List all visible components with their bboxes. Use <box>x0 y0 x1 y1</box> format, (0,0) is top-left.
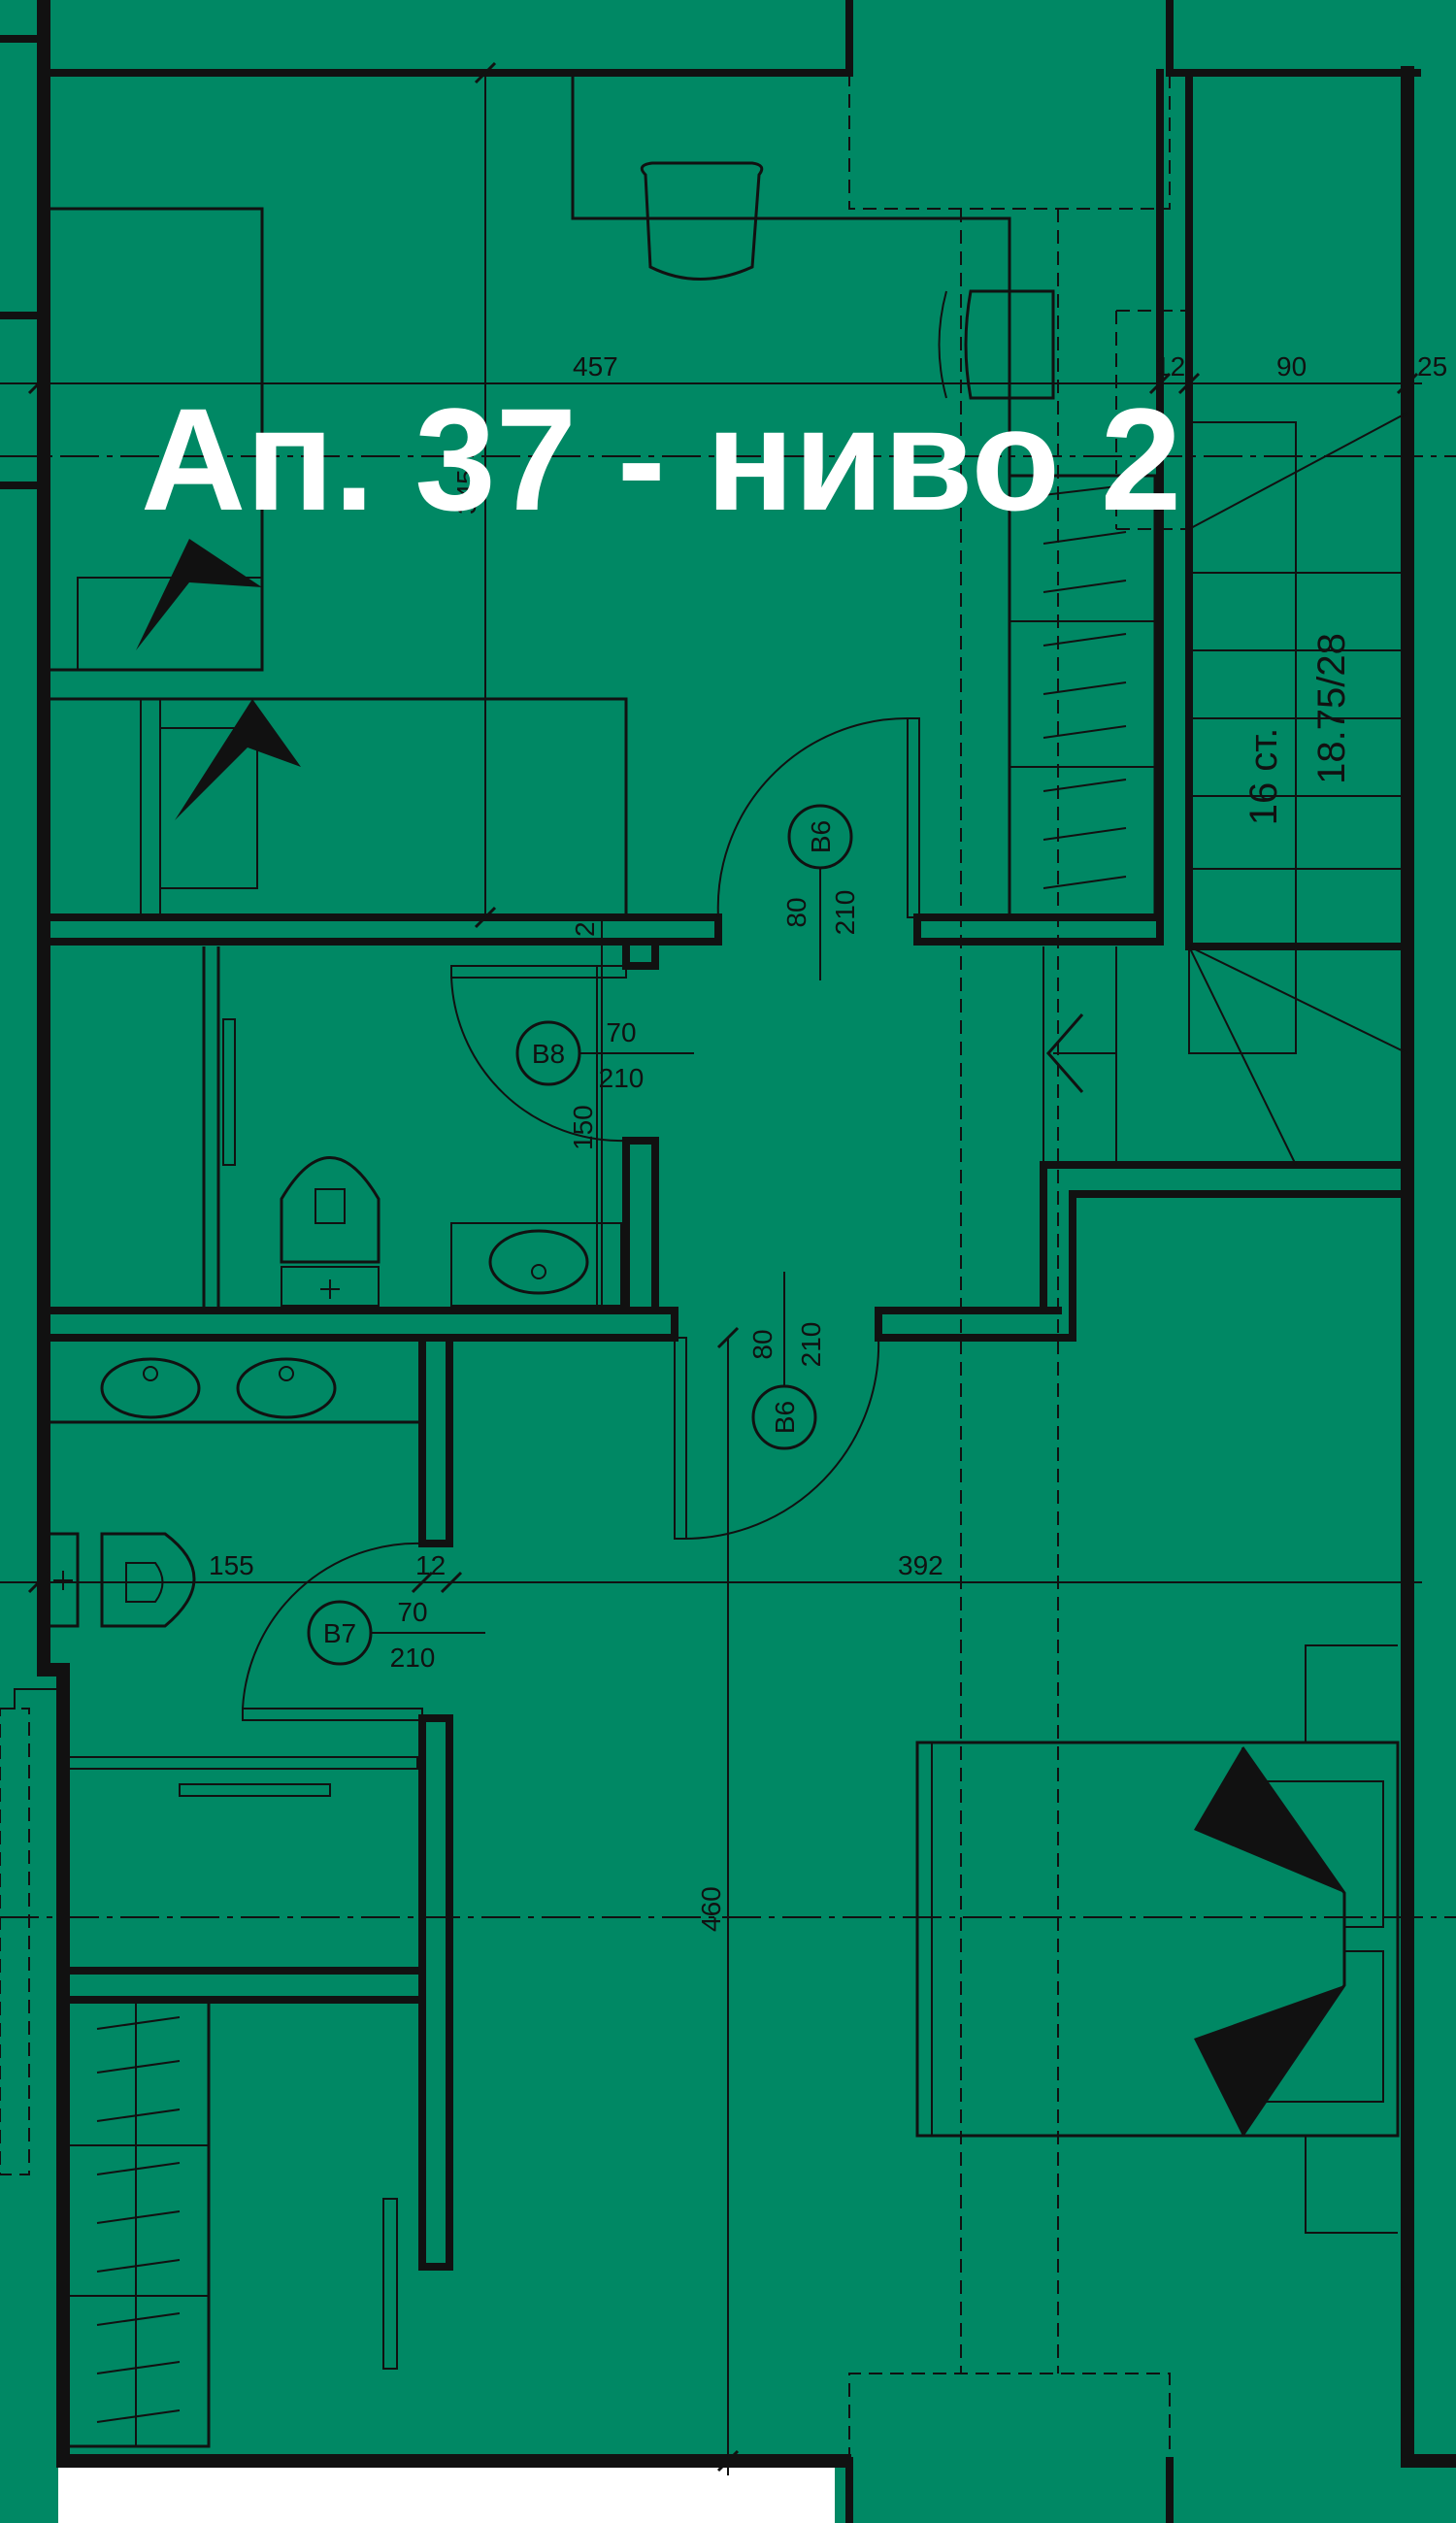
double-bed <box>915 1644 1400 2234</box>
staircase: 16 ст. 18.75/28 <box>1042 310 1408 1166</box>
door-tag-b6-upper: B6 80 210 <box>781 804 860 980</box>
dimension-lines <box>0 61 1422 2475</box>
outside-strip-bottom <box>58 2466 835 2523</box>
door-tag-label: B7 <box>323 1618 356 1648</box>
door-height: 210 <box>830 890 860 936</box>
dim-12-top: 12 <box>1155 351 1185 382</box>
dim-392: 392 <box>898 1550 943 1580</box>
door-tag-b6-lower: B6 80 210 <box>747 1272 826 1450</box>
door-width: 80 <box>747 1329 778 1359</box>
door-height: 210 <box>390 1643 436 1673</box>
wardrobe-lower <box>61 1998 398 2448</box>
door-tag-label: B6 <box>770 1401 800 1434</box>
dim-460: 460 <box>696 1886 726 1932</box>
plan-title: Ап. 37 - ниво 2 <box>141 378 1181 541</box>
door-tag-b8: B8 70 210 <box>515 1017 694 1093</box>
dim-457: 457 <box>573 351 618 382</box>
door-width: 70 <box>606 1017 636 1047</box>
dim-90: 90 <box>1276 351 1307 382</box>
dim-155: 155 <box>209 1550 254 1580</box>
door-tag-b7: B7 70 210 <box>307 1597 485 1673</box>
stairs-ratio: 18.75/28 <box>1310 633 1353 784</box>
door-width: 80 <box>781 897 811 927</box>
dim-25: 25 <box>1417 351 1447 382</box>
door-height: 210 <box>796 1322 826 1368</box>
upper-left-beds <box>44 207 628 918</box>
desk-and-chairs <box>571 73 1055 476</box>
dimension-labels: 457 12 90 25 345 2 150 155 12 392 460 <box>209 351 1447 1932</box>
dim-150: 150 <box>568 1105 598 1150</box>
dim-12-mid: 12 <box>415 1550 446 1580</box>
dim-2: 2 <box>570 921 600 937</box>
stairs-steps: 16 ст. <box>1242 728 1285 826</box>
bathroom-fixtures <box>202 946 627 1311</box>
door-tag-label: B6 <box>806 820 836 853</box>
door-height: 210 <box>599 1063 645 1093</box>
door-tag-label: B8 <box>532 1039 565 1069</box>
door-width: 70 <box>397 1597 427 1627</box>
dim-345: 345 <box>451 469 481 515</box>
